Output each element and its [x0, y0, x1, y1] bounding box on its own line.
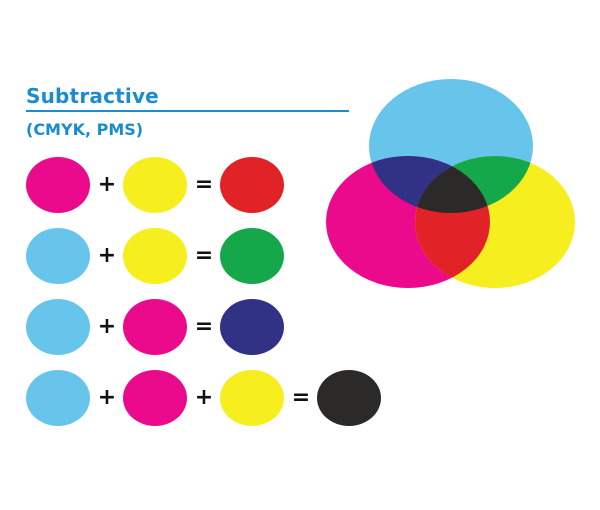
- venn-overlap-all: [415, 156, 490, 213]
- swatch-cyan: [26, 299, 90, 355]
- result-red: [220, 157, 284, 213]
- plus-sign: +: [194, 385, 214, 410]
- swatch-magenta: [26, 157, 90, 213]
- swatch-yellow: [220, 370, 284, 426]
- swatch-yellow: [123, 228, 187, 284]
- swatch-cyan: [26, 228, 90, 284]
- equals-sign: =: [194, 314, 214, 339]
- page-subtitle: (CMYK, PMS): [26, 120, 144, 139]
- swatch-magenta: [123, 299, 187, 355]
- equals-sign: =: [194, 243, 214, 268]
- result-black: [317, 370, 381, 426]
- equals-sign: =: [194, 172, 214, 197]
- page-title: Subtractive: [26, 84, 159, 108]
- plus-sign: +: [97, 385, 117, 410]
- plus-sign: +: [97, 243, 117, 268]
- swatch-magenta: [123, 370, 187, 426]
- title-underline: [26, 110, 349, 112]
- swatch-yellow: [123, 157, 187, 213]
- plus-sign: +: [97, 172, 117, 197]
- swatch-cyan: [26, 370, 90, 426]
- plus-sign: +: [97, 314, 117, 339]
- result-green: [220, 228, 284, 284]
- equals-sign: =: [291, 385, 311, 410]
- result-blue: [220, 299, 284, 355]
